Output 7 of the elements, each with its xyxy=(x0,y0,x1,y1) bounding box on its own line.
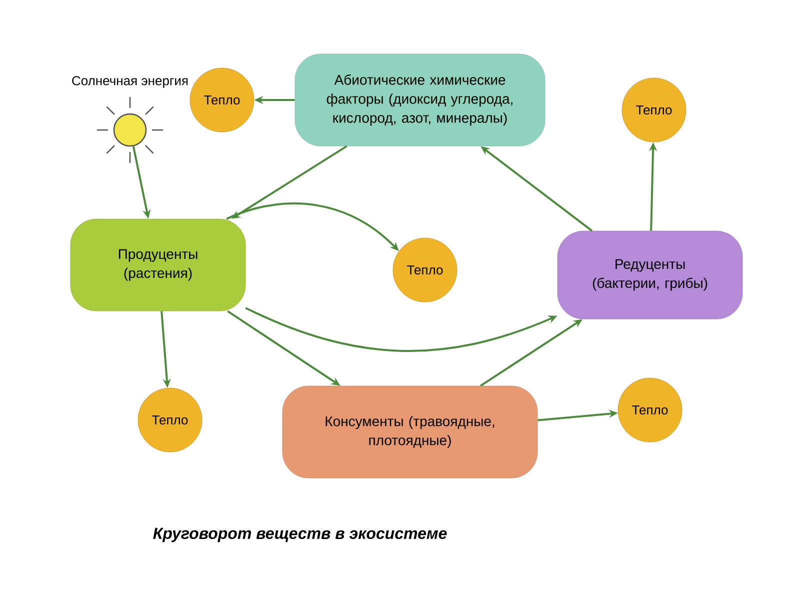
caption: Круговорот веществ в экосистеме xyxy=(153,528,447,542)
rounded-box: Редуценты (бактерии, грибы) xyxy=(557,230,743,320)
node-label: Солнечная энергия xyxy=(72,76,188,88)
rounded-box: Продуценты (растения) xyxy=(70,218,246,312)
rounded-box: Консументы (травоядные, плотоядные) xyxy=(282,386,538,478)
rounded-box: Абиотические химические факторы (диоксид углерода, кислород, азот, минералы) xyxy=(294,54,546,146)
sun-drawing: Солнечная энергия xyxy=(72,76,188,163)
